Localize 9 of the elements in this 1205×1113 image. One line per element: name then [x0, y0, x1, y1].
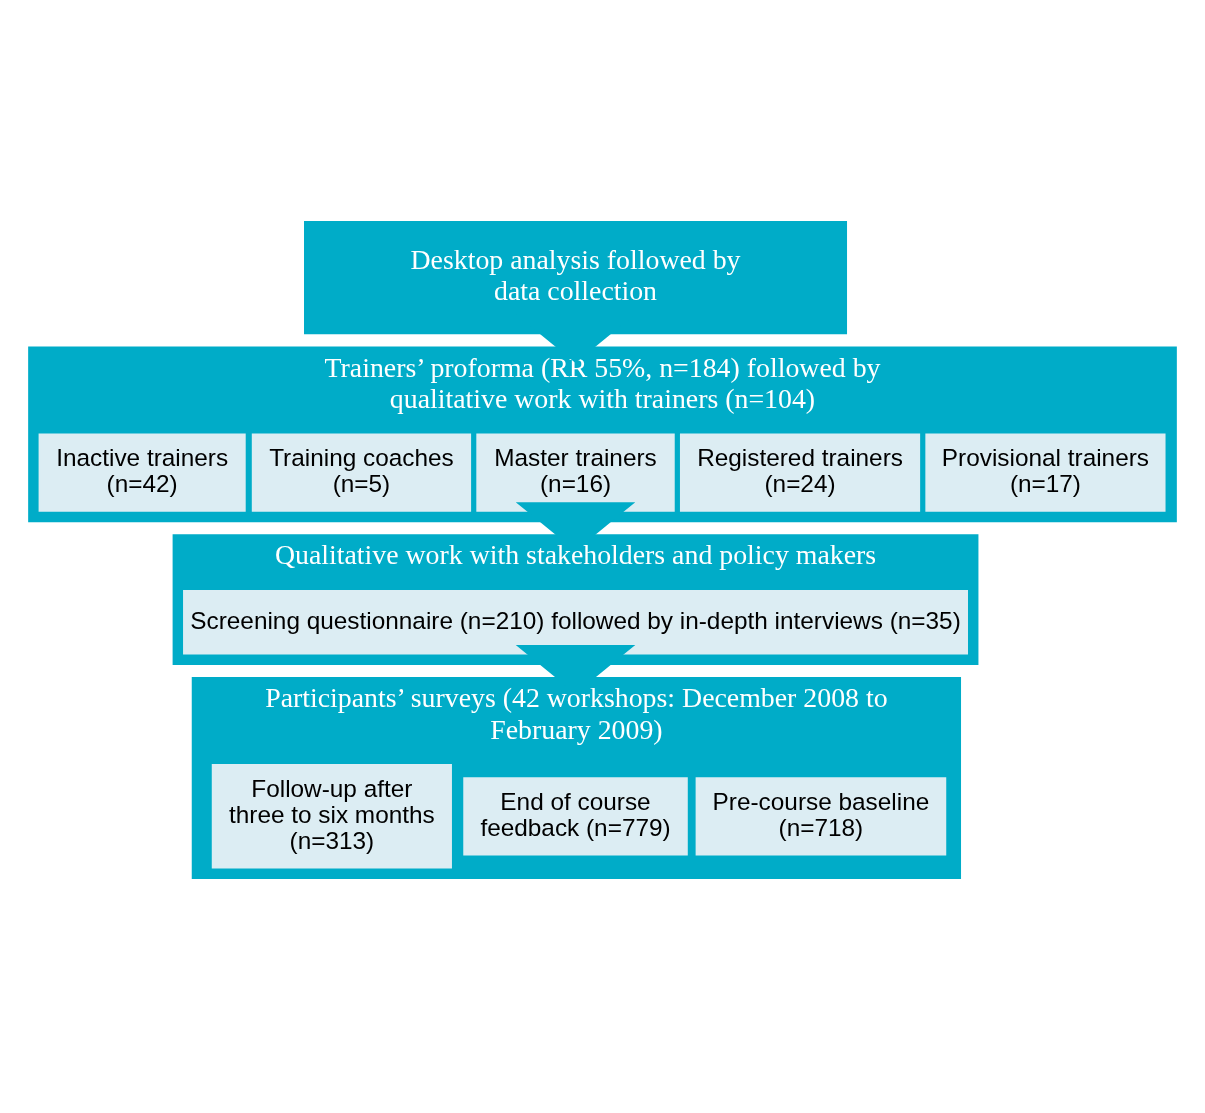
node-box: End of course feedback (n=779)	[463, 776, 688, 855]
node-box: Follow-up after three to six months (n=313)	[211, 763, 452, 869]
node-box: Registered trainers (n=24)	[679, 432, 921, 512]
node-box: Training coaches (n=5)	[251, 432, 472, 512]
node-box: Provisional trainers (n=17)	[925, 432, 1166, 512]
node-box: Pre-course baseline (n=718)	[695, 776, 947, 855]
node-box: Inactive trainers (n=42)	[38, 432, 246, 512]
node-box: Master trainers (n=16)	[476, 432, 675, 512]
node-box: Screening questionnaire (n=210) followed by in-depth interviews (n=35)	[183, 589, 968, 654]
